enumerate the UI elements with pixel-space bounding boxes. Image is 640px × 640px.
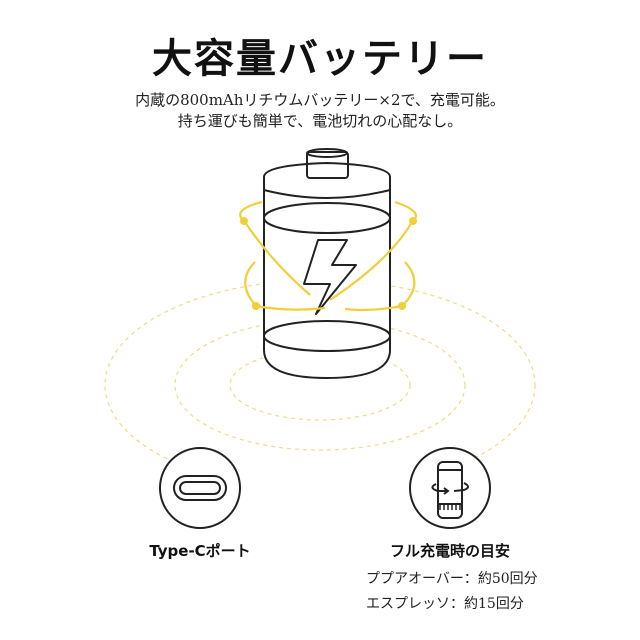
battery-charging-icon	[104, 148, 536, 460]
portafilter-rotate-icon	[409, 447, 491, 529]
spec-pourover: ププアオーバー：約50回分	[366, 571, 538, 587]
page-title: 大容量バッテリー	[152, 36, 488, 82]
subtitle: 内蔵の800mAhリチウムバッテリー×2で、充電可能。 持ち運びも簡単で、電池切…	[0, 90, 640, 132]
subtitle-line-2: 持ち運びも簡単で、電池切れの心配なし。	[177, 112, 463, 130]
feature-label-type-c: Type-Cポート	[149, 542, 251, 560]
subtitle-line-1: 内蔵の800mAhリチウムバッテリー×2で、充電可能。	[135, 91, 505, 109]
spec-espresso: エスプレッソ：約15回分	[366, 596, 524, 612]
feature-label-full-charge: フル充電時の目安	[389, 542, 510, 560]
usb-type-c-icon	[159, 447, 241, 529]
